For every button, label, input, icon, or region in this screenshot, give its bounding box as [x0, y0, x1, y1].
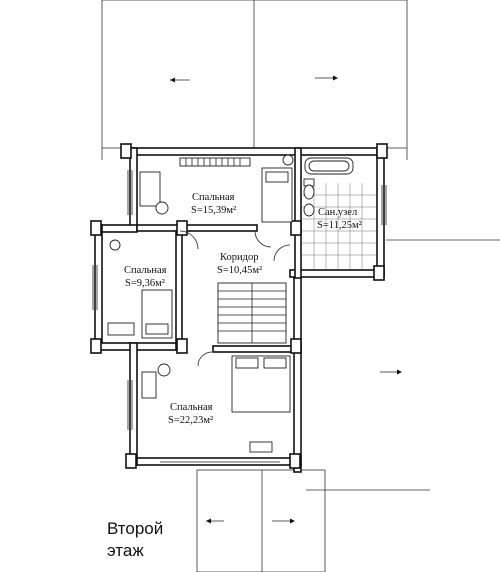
room-area: S=9,36м²	[125, 278, 165, 289]
windows	[92, 170, 387, 463]
doors	[179, 230, 291, 367]
room-area: S=11,25м²	[317, 220, 362, 231]
floor-title: Второй этаж	[107, 518, 163, 562]
arrow-right-icon	[315, 75, 338, 81]
bed-icon	[141, 289, 173, 339]
wardrobe-icon	[179, 157, 251, 167]
room-area: S=10,45м²	[217, 265, 262, 276]
tv-stand-icon	[249, 441, 273, 453]
arrow-left-icon	[170, 77, 190, 83]
floor-title-line1: Второй	[107, 519, 164, 538]
staircase	[217, 282, 287, 344]
room-area: S=15,39м²	[191, 205, 236, 216]
chair-icon	[141, 371, 157, 399]
roof-outline-top	[101, 0, 408, 160]
lamp-icon	[157, 363, 171, 377]
room-name: Спальная	[192, 192, 235, 203]
room-name: Сан.узел	[318, 207, 357, 218]
arrow-left-icon	[206, 518, 224, 524]
dresser-icon	[107, 322, 135, 336]
exterior-walls	[90, 143, 388, 473]
room-name: Спальная	[170, 402, 213, 413]
bed-icon	[261, 167, 293, 223]
room-area: S=22,23м²	[168, 415, 213, 426]
bathroom-tiles	[302, 183, 376, 269]
bathtub-icon	[304, 157, 354, 175]
bed-icon	[231, 355, 291, 413]
arrow-right-icon	[272, 518, 295, 524]
desk-icon	[139, 171, 169, 215]
lamp-icon	[282, 154, 294, 166]
arrow-right-icon	[380, 369, 402, 375]
toilet-icon	[303, 178, 315, 200]
room-name: Коридор	[220, 252, 258, 263]
roof-outline-bottom	[196, 469, 326, 572]
sink-icon	[303, 203, 315, 217]
floor-title-line2: этаж	[107, 541, 144, 560]
room-name: Спальная	[124, 265, 167, 276]
lamp-icon	[109, 239, 121, 251]
